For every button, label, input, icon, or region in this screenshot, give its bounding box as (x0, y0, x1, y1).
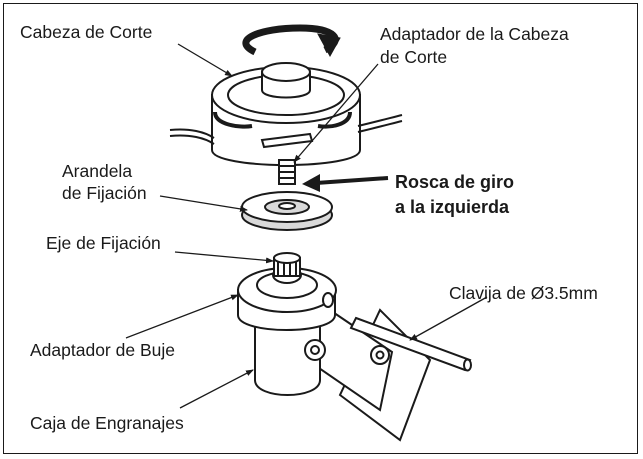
leader-pin (409, 296, 488, 341)
leader-washer (159, 195, 248, 212)
label-head-adapter-line1: Adaptador de la Cabeza (380, 24, 569, 44)
label-washer-line1: Arandela (62, 161, 133, 181)
label-head-adapter-line2: de Corte (380, 47, 448, 67)
label-thread-line1: Rosca de giro (395, 172, 515, 192)
thread-pointer-arrow-icon (302, 174, 389, 192)
label-washer-line2: de Fijación (62, 183, 147, 203)
leader-cutting-head (177, 43, 233, 77)
label-thread-line2: a la izquierda (395, 197, 510, 217)
leader-head-adapter (293, 63, 379, 163)
label-shaft: Eje de Fijación (46, 233, 161, 253)
label-pin: Clavija de Ø3.5mm (449, 283, 598, 303)
leader-gearbox (179, 369, 254, 409)
label-cutting-head: Cabeza de Corte (20, 22, 153, 42)
label-hub-adapter: Adaptador de Buje (30, 340, 175, 360)
cutting-head-part (211, 62, 361, 166)
leader-hub-adapter (125, 294, 239, 339)
trimmer-line (169, 114, 403, 149)
head-adapter-thread (278, 159, 296, 185)
rotation-arrow-icon (242, 24, 341, 58)
locking-washer-part (241, 191, 333, 231)
pin-part (349, 316, 472, 372)
label-gearbox: Caja de Engranajes (30, 413, 184, 433)
leader-shaft (174, 251, 274, 264)
leader-lines (125, 43, 488, 409)
